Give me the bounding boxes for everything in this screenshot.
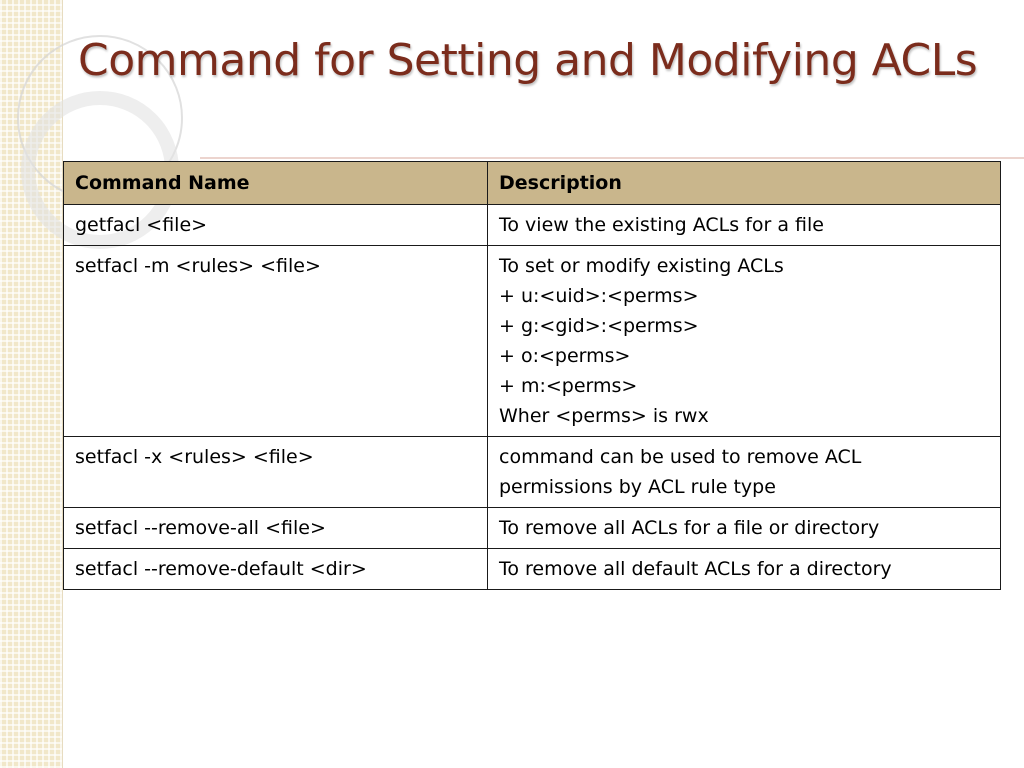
description-cell: To remove all default ACLs for a directo… [487, 548, 1001, 590]
table-row: setfacl -m <rules> <file> To set or modi… [63, 245, 1001, 437]
description-cell: To set or modify existing ACLs + u:<uid>… [487, 245, 1001, 437]
command-cell: setfacl -m <rules> <file> [63, 245, 488, 437]
description-line: Wher <perms> is rwx [499, 405, 709, 427]
command-cell: setfacl --remove-default <dir> [63, 548, 488, 590]
slide-title: Command for Setting and Modifying ACLs [78, 35, 978, 86]
description-line: + u:<uid>:<perms> [499, 285, 699, 307]
description-line: + m:<perms> [499, 375, 638, 397]
command-cell: getfacl <file> [63, 204, 488, 246]
table-row: setfacl --remove-default <dir> To remove… [63, 548, 1001, 590]
description-line: To view the existing ACLs for a file [499, 214, 824, 236]
description-cell: To remove all ACLs for a file or directo… [487, 507, 1001, 549]
table-row: setfacl --remove-all <file> To remove al… [63, 507, 1001, 549]
table-row: setfacl -x <rules> <file> command can be… [63, 436, 1001, 508]
table-row: getfacl <file> To view the existing ACLs… [63, 204, 1001, 246]
header-command-name: Command Name [63, 161, 488, 205]
header-description: Description [487, 161, 1001, 205]
description-cell: command can be used to remove ACL permis… [487, 436, 1001, 508]
description-cell: To view the existing ACLs for a file [487, 204, 1001, 246]
description-line: To set or modify existing ACLs [499, 255, 784, 277]
acl-commands-table: Command Name Description getfacl <file> … [63, 161, 1001, 590]
command-cell: setfacl --remove-all <file> [63, 507, 488, 549]
command-cell: setfacl -x <rules> <file> [63, 436, 488, 508]
description-line: + o:<perms> [499, 345, 631, 367]
description-line: + g:<gid>:<perms> [499, 315, 699, 337]
table-header-row: Command Name Description [63, 161, 1001, 205]
description-line: permissions by ACL rule type [499, 476, 776, 498]
description-line: To remove all default ACLs for a directo… [499, 558, 892, 580]
description-line: command can be used to remove ACL [499, 446, 862, 468]
description-line: To remove all ACLs for a file or directo… [499, 517, 880, 539]
decorative-side-strip [0, 0, 63, 768]
